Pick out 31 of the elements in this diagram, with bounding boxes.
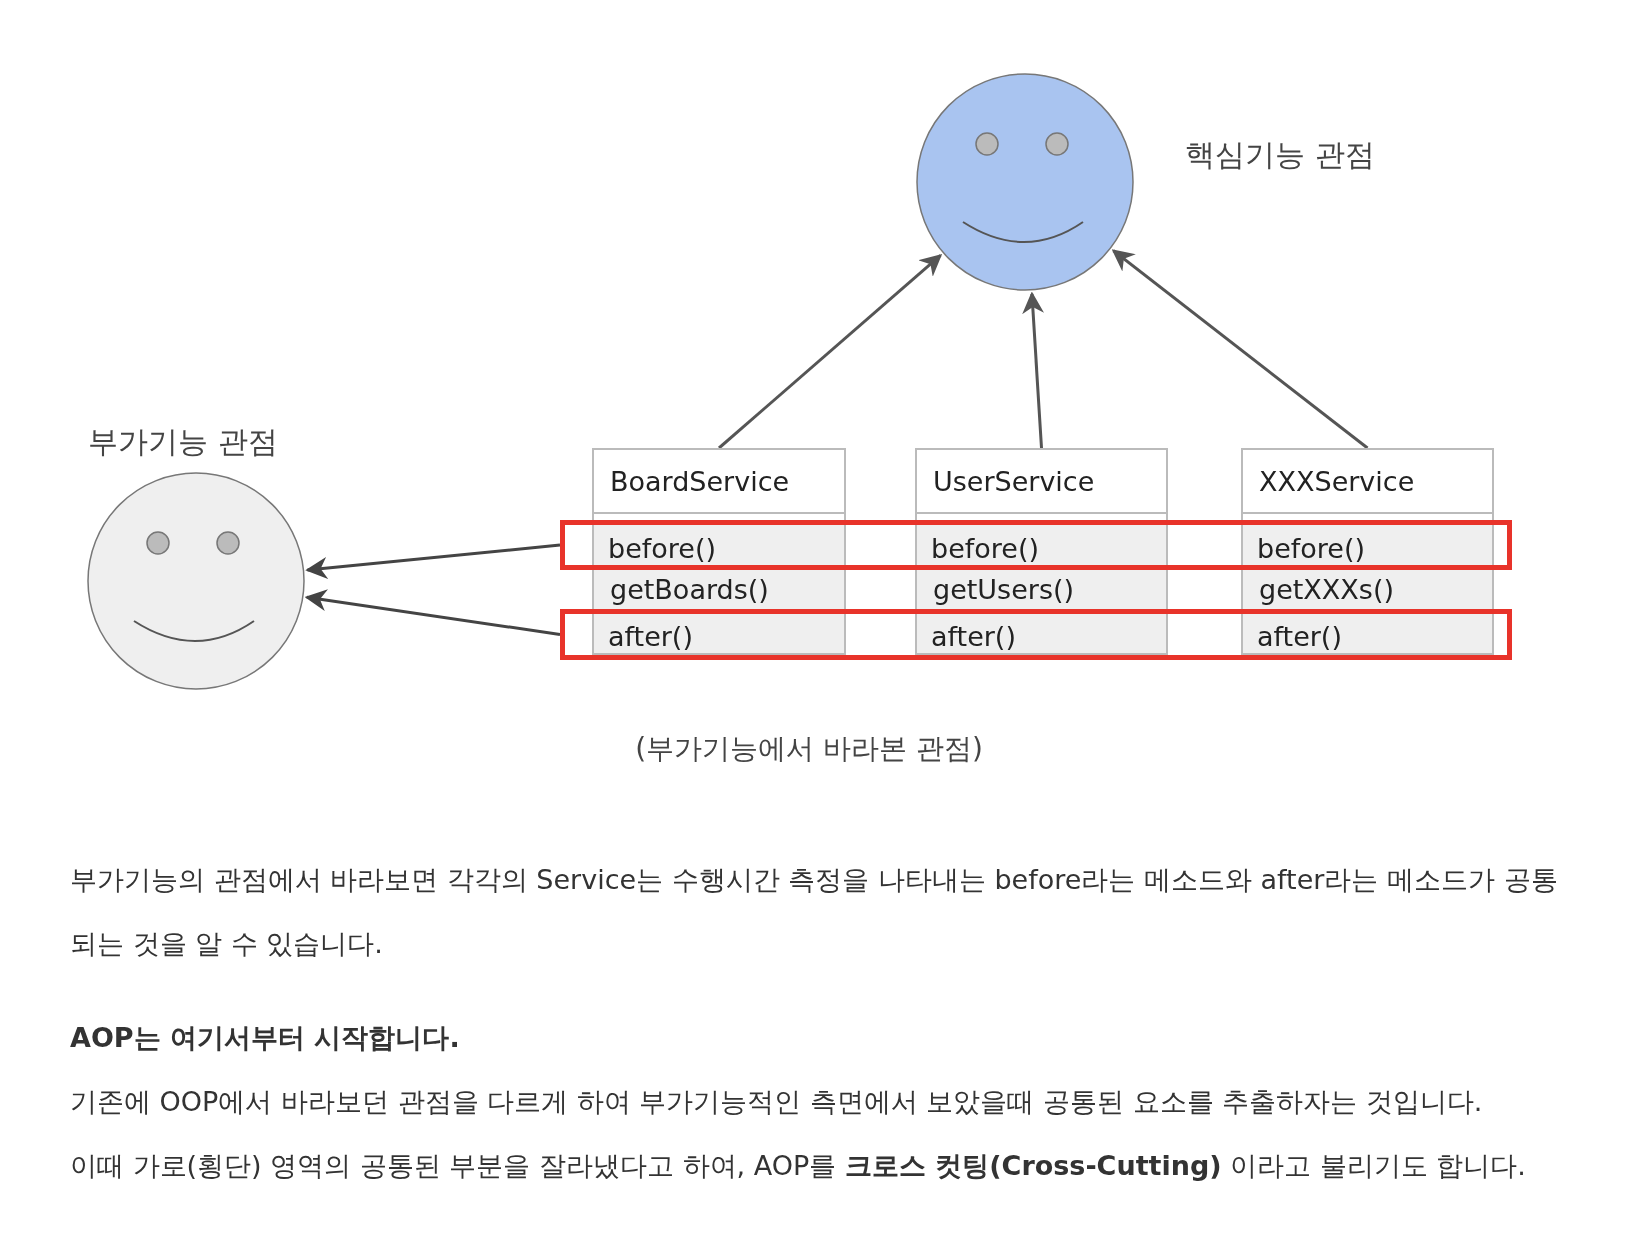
- arrow: [304, 589, 561, 636]
- method-name: before(): [931, 532, 1039, 566]
- class-box: [1241, 448, 1494, 655]
- method-name: getBoards(): [609, 573, 770, 607]
- paragraph: 이때 가로(횡단) 영역의 공통된 부분을 잘라냈다고 하여, AOP를 크로스 컷팅(Cross-Cutting) 이라고 불리기도 합니다.: [70, 1149, 1527, 1183]
- figure-caption: (부가기능에서 바라본 관점): [635, 732, 983, 765]
- method-name: after(): [931, 620, 1016, 654]
- method-name: getUsers(): [932, 573, 1075, 607]
- bold-paragraph: AOP는 여기서부터 시작합니다.: [70, 1021, 461, 1055]
- class-box: [592, 448, 846, 655]
- smiley-face: [915, 72, 1135, 292]
- perspective-label: 부가기능 관점: [88, 423, 278, 461]
- paragraph: 기존에 OOP에서 바라보던 관점을 다르게 하여 부가기능적인 측면에서 보았을때 공통된 요소를 추출하자는 것입니다.: [70, 1085, 1484, 1119]
- arrow: [305, 543, 561, 579]
- method-name: before(): [1257, 532, 1365, 566]
- highlight-box: [560, 609, 1512, 660]
- method-name: before(): [608, 532, 716, 566]
- method-name: after(): [1257, 620, 1342, 654]
- paragraph: 부가기능의 관점에서 바라보면 각각의 Service는 수행시간 측정을 나타내는 before라는 메소드와 after라는 메소드가 공통되는 것을 알 수 있습니다.: [70, 863, 1559, 961]
- class-name: UserService: [917, 450, 1166, 514]
- arrow: [1022, 291, 1045, 449]
- arrow: [718, 254, 943, 450]
- class-name: XXXService: [1243, 450, 1492, 514]
- perspective-label: 핵심기능 관점: [1185, 136, 1375, 174]
- method-name: after(): [608, 620, 693, 654]
- class-box: [915, 448, 1168, 655]
- method-name: getXXXs(): [1258, 573, 1395, 607]
- class-name: BoardService: [594, 450, 844, 514]
- highlight-box: [560, 520, 1512, 570]
- smiley-face: [86, 471, 306, 691]
- arrow: [1111, 249, 1369, 450]
